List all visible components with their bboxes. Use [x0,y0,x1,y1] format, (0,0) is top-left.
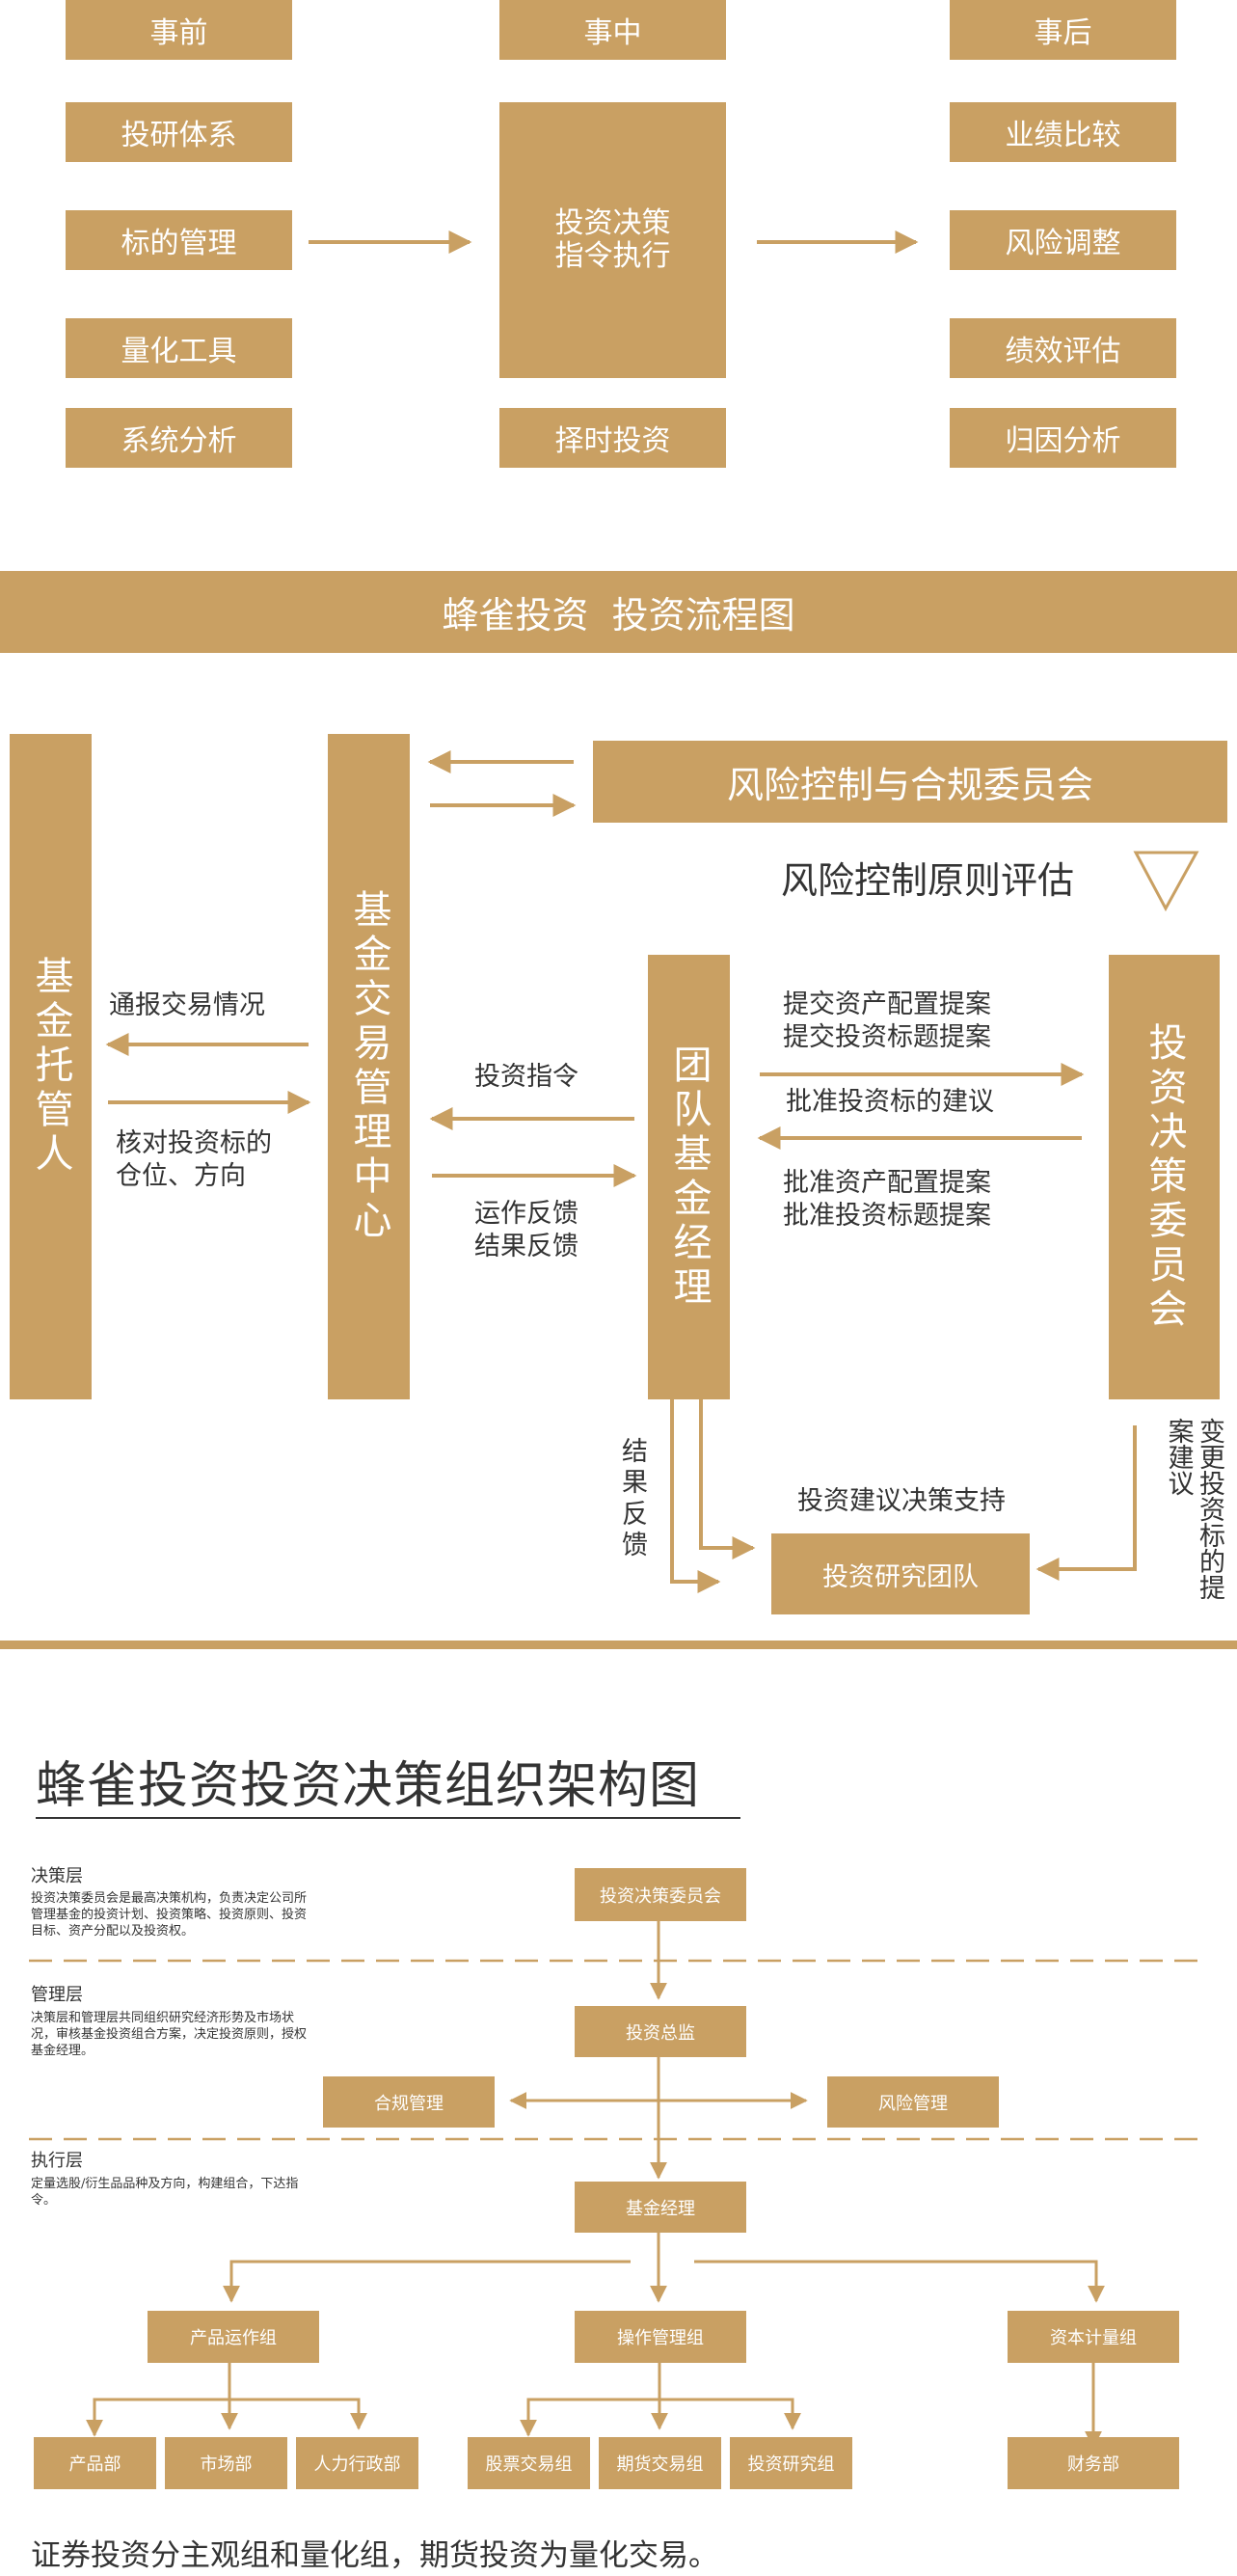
org-dept-hr: 人力行政部 [296,2437,418,2489]
check-position-label: 核对投资标的 仓位、方向 [116,1128,272,1191]
before-item: 标的管理 [66,210,292,270]
org-dept-finance: 财务部 [1008,2437,1179,2489]
during-main: 投资决策 指令执行 [499,102,726,378]
triangle-icon [1133,851,1199,912]
layer-decision-name: 决策层 [31,1866,83,1886]
timeline-header-before: 事前 [66,0,292,60]
before-item: 系统分析 [66,408,292,468]
layer-management-name: 管理层 [31,1985,83,2005]
flow-title: 蜂雀投资 投资流程图 [0,571,1237,653]
after-item: 风险调整 [950,210,1176,270]
org-dept-futures: 期货交易组 [599,2437,721,2489]
before-item: 量化工具 [66,318,292,378]
org-compliance-box: 合规管理 [323,2076,495,2128]
trade-center-box: 基金交易管理中心 [328,734,410,1399]
org-risk-box: 风险管理 [827,2076,999,2128]
research-team-box: 投资研究团队 [771,1533,1030,1614]
change-proposal-label: 变更投资标的提案建议 [1163,1418,1224,1600]
layer-execution-desc: 定量选股/衍生品品种及方向，构建组合，下达指令。 [31,2177,299,2208]
after-item: 业绩比较 [950,102,1176,162]
custodian-box: 基金托管人 [10,734,92,1399]
timeline-header-after: 事后 [950,0,1176,60]
org-dept-stock: 股票交易组 [468,2437,590,2489]
org-dept-research: 投资研究组 [730,2437,852,2489]
result-feedback-label: 结果反馈 [622,1437,648,1561]
submit-proposal-label: 提交资产配置提案 提交投资标题提案 [783,990,991,1052]
org-group-ops: 操作管理组 [575,2311,746,2363]
layer-execution-name: 执行层 [31,2151,83,2171]
org-dept-product: 产品部 [34,2437,156,2489]
layer-decision-desc: 投资决策委员会是最高决策机构，负责决定公司所管理基金的投资计划、投资策略、投资原… [31,1891,308,1939]
org-director-box: 投资总监 [575,2006,746,2057]
risk-committee-box: 风险控制与合规委员会 [593,741,1227,823]
layer-management-desc: 决策层和管理层共同组织研究经济形势及市场状况，审核基金投资组合方案，决定投资原则… [31,2011,308,2058]
org-dept-market: 市场部 [165,2437,287,2489]
org-group-capital: 资本计量组 [1008,2311,1179,2363]
decision-support-label: 投资建议决策支持 [797,1486,1006,1516]
org-group-product: 产品运作组 [148,2311,319,2363]
during-bottom: 择时投资 [499,408,726,468]
before-item: 投研体系 [66,102,292,162]
decision-committee-box: 投资决策委员会 [1109,955,1220,1399]
org-fund-manager-box: 基金经理 [575,2182,746,2233]
invest-order-label: 投资指令 [474,1062,578,1092]
after-item: 绩效评估 [950,318,1176,378]
approve-suggest-label: 批准投资标的建议 [786,1087,994,1117]
timeline-header-during: 事中 [499,0,726,60]
feedback-label: 运作反馈 结果反馈 [474,1199,578,1261]
org-committee-box: 投资决策委员会 [575,1868,746,1921]
risk-eval-label: 风险控制原则评估 [781,859,1075,902]
footer-note: 证券投资分主观组和量化组，期货投资为量化交易。 [31,2538,718,2573]
report-trade-label: 通报交易情况 [109,990,265,1020]
approve-proposal-label: 批准资产配置提案 批准投资标题提案 [783,1168,991,1231]
after-item: 归因分析 [950,408,1176,468]
org-title: 蜂雀投资投资决策组织架构图 [36,1757,701,1815]
team-manager-box: 团队基金经理 [648,955,730,1399]
